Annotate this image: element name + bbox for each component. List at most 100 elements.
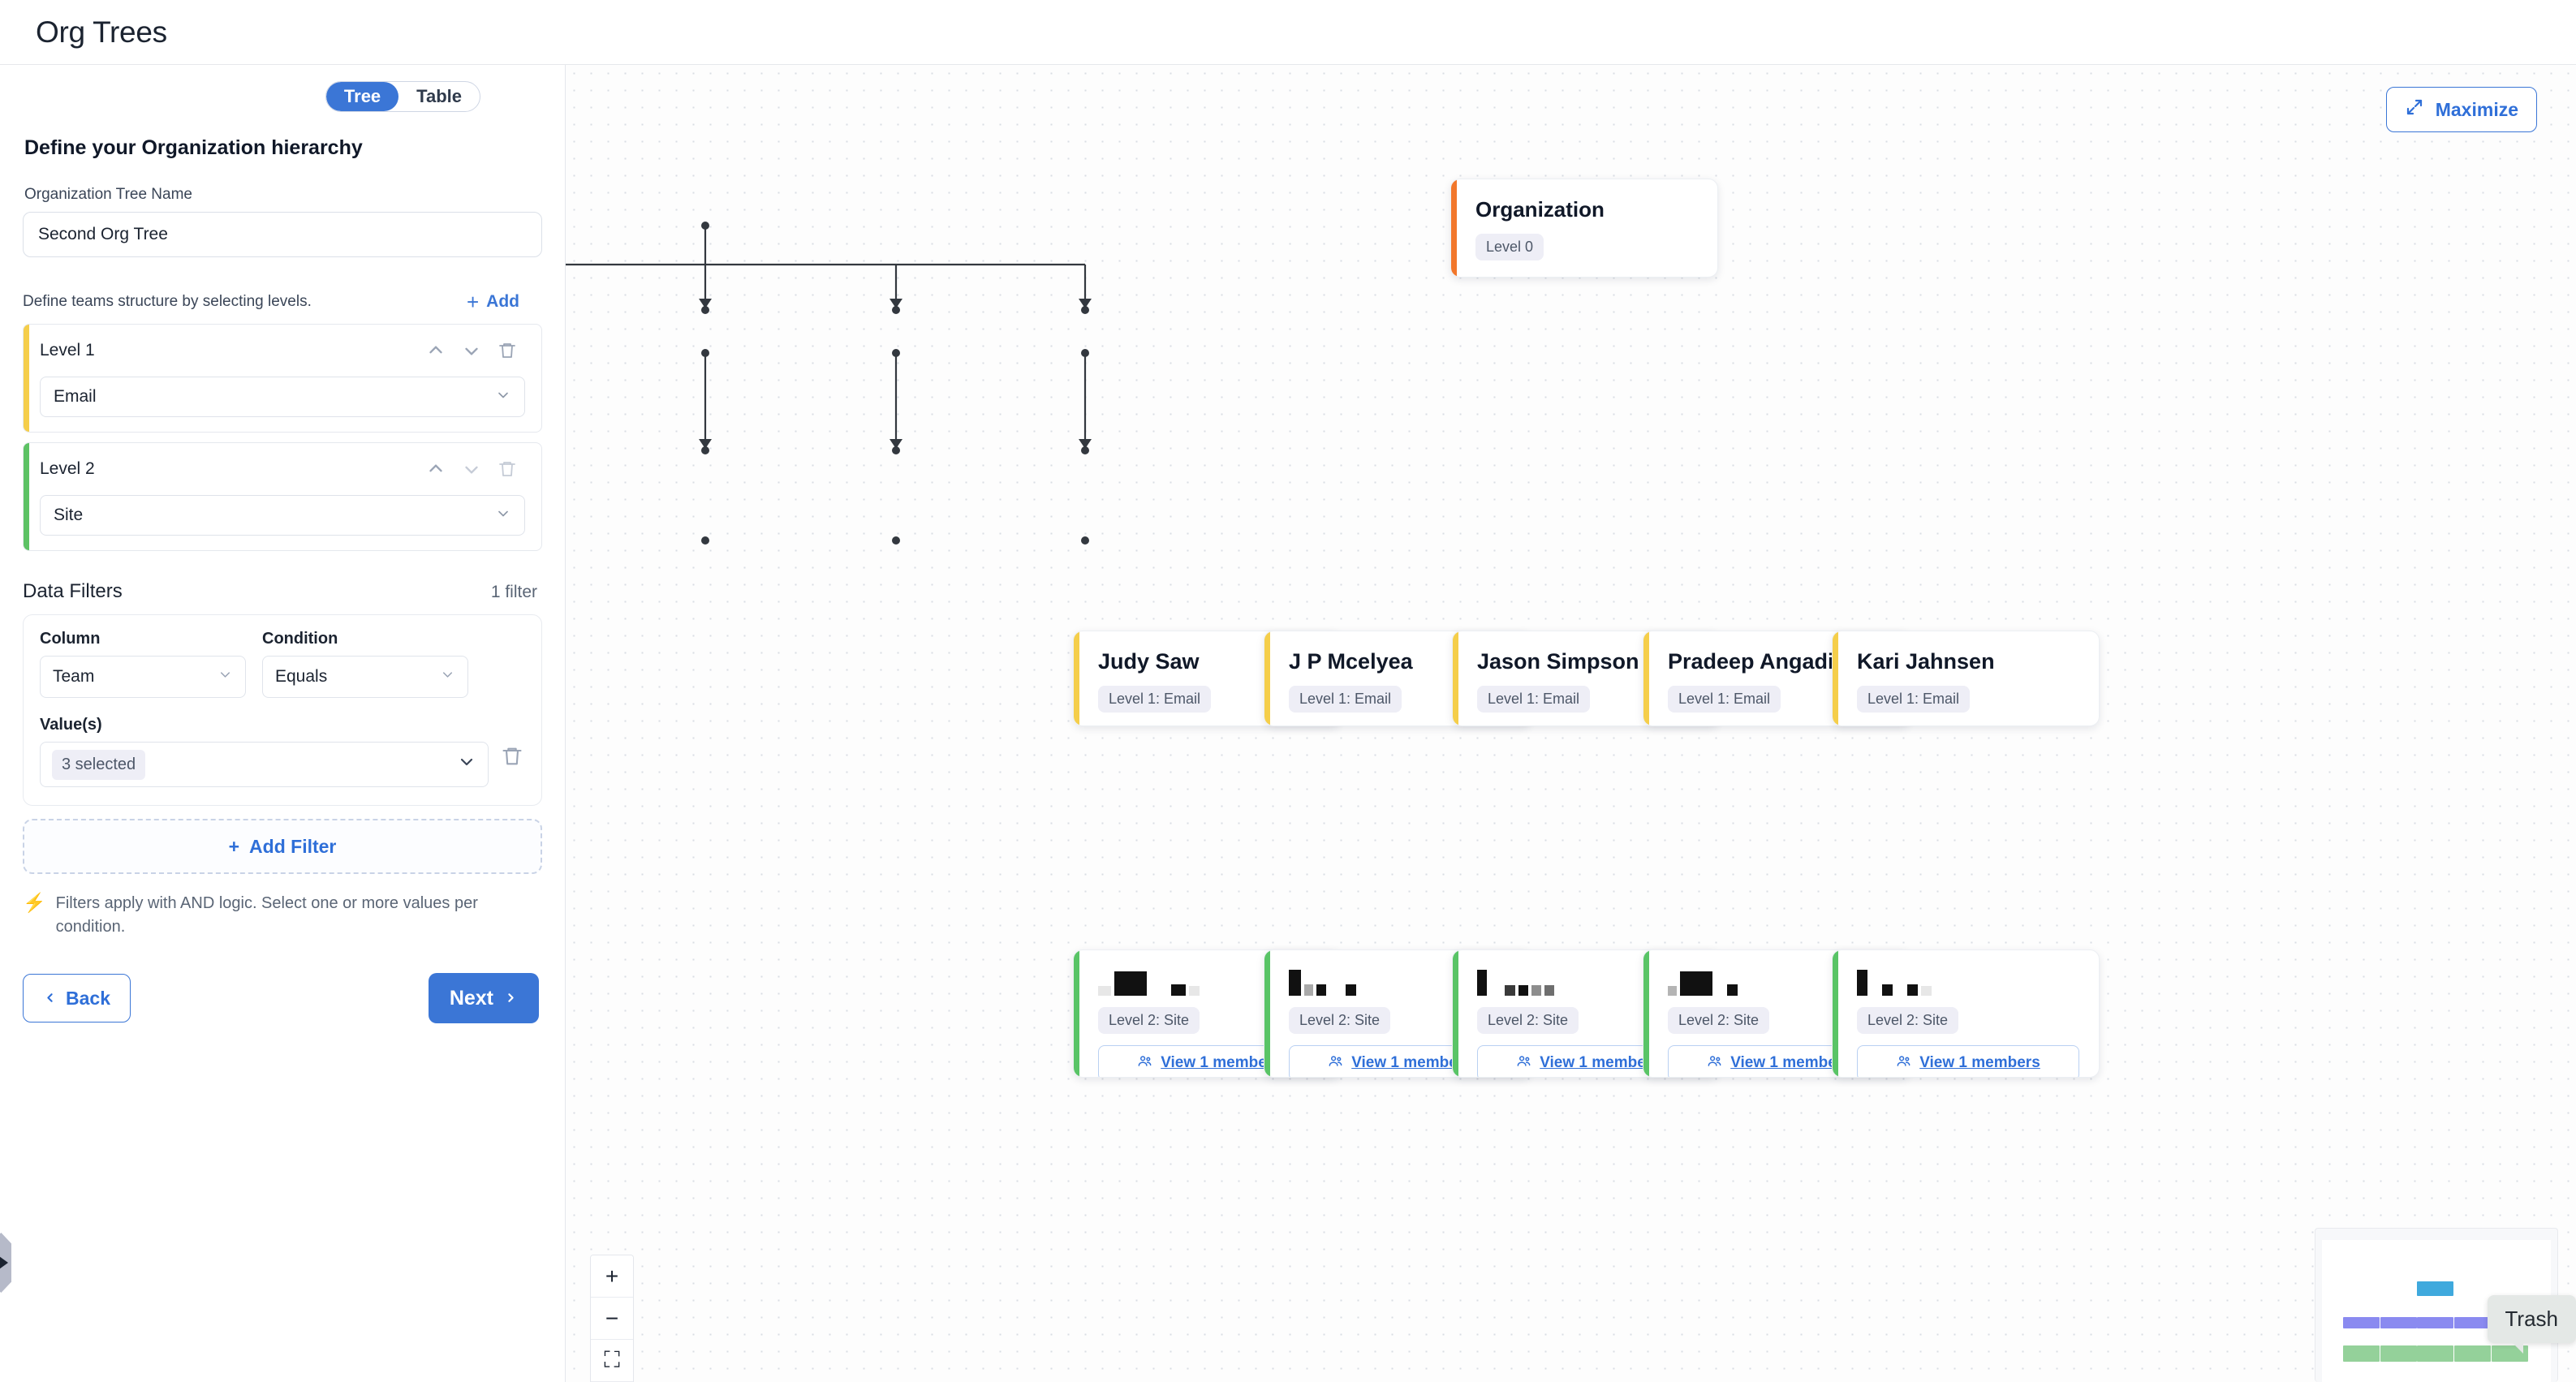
members-icon xyxy=(1328,1053,1343,1074)
add-level-label: Add xyxy=(486,292,519,311)
minimap[interactable] xyxy=(2315,1228,2558,1382)
node-body: Judy Saw Level 1: Email xyxy=(1074,631,1340,725)
view-members-label: View 1 members xyxy=(1540,1054,1661,1071)
zoom-out-button[interactable]: − xyxy=(591,1298,633,1340)
tree-name-input[interactable] xyxy=(23,212,542,257)
org-node-root[interactable]: Organization Level 0 xyxy=(1450,179,1718,278)
filter-condition-field: Condition Equals xyxy=(262,630,468,698)
level-card-1[interactable]: Level 1 Email xyxy=(23,324,542,433)
level-card-2[interactable]: Level 2 Site xyxy=(23,442,542,551)
node-title: Organization xyxy=(1475,197,1605,222)
redacted-node-title xyxy=(1098,968,1320,996)
levels-header: Define teams structure by selecting leve… xyxy=(23,291,542,312)
redacted-node-title xyxy=(1289,968,1511,996)
app-shell: Tree Table Define your Organization hier… xyxy=(0,65,2576,1382)
move-down-icon[interactable] xyxy=(454,336,489,365)
node-title: Kari Jahnsen xyxy=(1857,649,1995,674)
minimap-viewport xyxy=(2322,1240,2551,1382)
tab-tree[interactable]: Tree xyxy=(325,82,399,111)
zoom-controls[interactable]: + − ⛶ xyxy=(590,1255,634,1382)
delete-level-1-icon[interactable] xyxy=(489,336,525,365)
view-toggle-row: Tree Table xyxy=(23,65,542,112)
trash-tooltip: Trash xyxy=(2487,1295,2576,1354)
add-level-button[interactable]: + Add xyxy=(467,291,519,312)
filter-column-value: Team xyxy=(53,667,95,686)
view-members-label: View 1 members xyxy=(1919,1054,2040,1071)
move-down-icon[interactable] xyxy=(454,454,489,484)
level-1-select[interactable]: Email xyxy=(40,377,525,417)
delete-filter-icon[interactable] xyxy=(501,745,523,770)
level-2-select[interactable]: Site xyxy=(40,495,525,536)
org-node-level2[interactable]: Level 2: Site View 1 members xyxy=(1832,949,2100,1078)
node-level-badge: Level 2: Site xyxy=(1857,1007,1959,1034)
view-mode-toggle[interactable]: Tree Table xyxy=(325,81,480,112)
node-body: J P Mcelyea Level 1: Email xyxy=(1264,631,1531,725)
filter-values-label: Value(s) xyxy=(40,716,102,734)
plus-icon: + xyxy=(466,290,480,314)
selected-count-chip: 3 selected xyxy=(52,749,146,780)
next-label: Next xyxy=(449,986,493,1010)
tree-name-label: Organization Tree Name xyxy=(24,186,192,203)
page-title: Org Trees xyxy=(36,15,167,49)
node-title: Judy Saw xyxy=(1098,649,1200,674)
node-level-badge: Level 1: Email xyxy=(1857,686,1971,713)
minimap-node-level1 xyxy=(2343,1317,2380,1328)
node-title: Jason Simpson xyxy=(1477,649,1639,674)
delete-level-2-icon[interactable] xyxy=(489,454,525,484)
view-members-button[interactable]: View 1 members xyxy=(1857,1045,2079,1077)
data-filters-header: Data Filters 1 filter xyxy=(23,580,542,603)
fit-view-button[interactable]: ⛶ xyxy=(591,1340,633,1382)
level-1-row: Level 1 xyxy=(40,336,525,365)
add-filter-label: Add Filter xyxy=(249,835,337,857)
redacted-node-title xyxy=(1668,968,1890,996)
add-filter-button[interactable]: + Add Filter xyxy=(23,819,542,874)
org-node-level1[interactable]: Kari Jahnsen Level 1: Email xyxy=(1832,631,2100,726)
config-sidebar: Tree Table Define your Organization hier… xyxy=(0,65,566,1382)
lightning-icon: ⚡ xyxy=(23,892,46,913)
filter-values-select[interactable]: 3 selected xyxy=(40,742,489,787)
filter-values-field: Value(s) 3 selected xyxy=(40,716,489,787)
move-up-icon[interactable] xyxy=(418,454,454,484)
minimap-node-level2 xyxy=(2380,1345,2417,1362)
filter-count: 1 filter xyxy=(490,583,537,601)
view-members-label: View 1 members xyxy=(1730,1054,1851,1071)
filters-note: ⚡ Filters apply with AND logic. Select o… xyxy=(23,892,542,939)
minimap-node-level2 xyxy=(2343,1345,2380,1362)
maximize-icon xyxy=(2405,97,2424,122)
chevron-down-icon xyxy=(440,667,455,687)
chevron-down-icon xyxy=(457,752,476,777)
node-body: Level 2: Site View 1 members xyxy=(1264,950,1531,1077)
minimap-node-root xyxy=(2417,1281,2453,1296)
chevron-down-icon xyxy=(495,387,511,407)
minimap-node-level1 xyxy=(2380,1317,2417,1328)
filter-column-select[interactable]: Team xyxy=(40,656,246,698)
level-1-value: Email xyxy=(54,387,97,406)
zoom-in-button[interactable]: + xyxy=(591,1255,633,1298)
next-button[interactable]: Next xyxy=(428,973,539,1023)
wizard-footer: Back Next xyxy=(23,973,542,1023)
chevron-down-icon xyxy=(218,667,233,687)
node-title: J P Mcelyea xyxy=(1289,649,1413,674)
filter-column-label: Column xyxy=(40,630,101,648)
back-label: Back xyxy=(66,987,110,1009)
tab-table[interactable]: Table xyxy=(398,82,480,111)
back-button[interactable]: Back xyxy=(23,974,131,1023)
node-body: Organization Level 0 xyxy=(1451,179,1717,277)
triangle-right-icon xyxy=(0,1256,8,1269)
view-members-label: View 1 members xyxy=(1161,1054,1282,1071)
filters-note-text: Filters apply with AND logic. Select one… xyxy=(55,894,478,936)
org-tree-canvas[interactable]: Maximize xyxy=(566,65,2576,1382)
filter-condition-select[interactable]: Equals xyxy=(262,656,468,698)
maximize-label: Maximize xyxy=(2435,98,2518,120)
node-level-badge: Level 2: Site xyxy=(1668,1007,1770,1034)
maximize-button[interactable]: Maximize xyxy=(2385,87,2537,132)
sidebar-collapse-handle[interactable] xyxy=(0,1233,11,1293)
members-icon xyxy=(1707,1053,1722,1074)
node-title: Pradeep Angadi xyxy=(1668,649,1834,674)
move-up-icon[interactable] xyxy=(418,336,454,365)
minimap-node-level1 xyxy=(2417,1317,2453,1328)
filter-fields: Column Team Condition Equals xyxy=(40,630,525,698)
chevron-left-icon xyxy=(43,988,57,1010)
data-filters-title: Data Filters xyxy=(23,580,123,602)
filter-row: Column Team Condition Equals xyxy=(23,614,542,806)
